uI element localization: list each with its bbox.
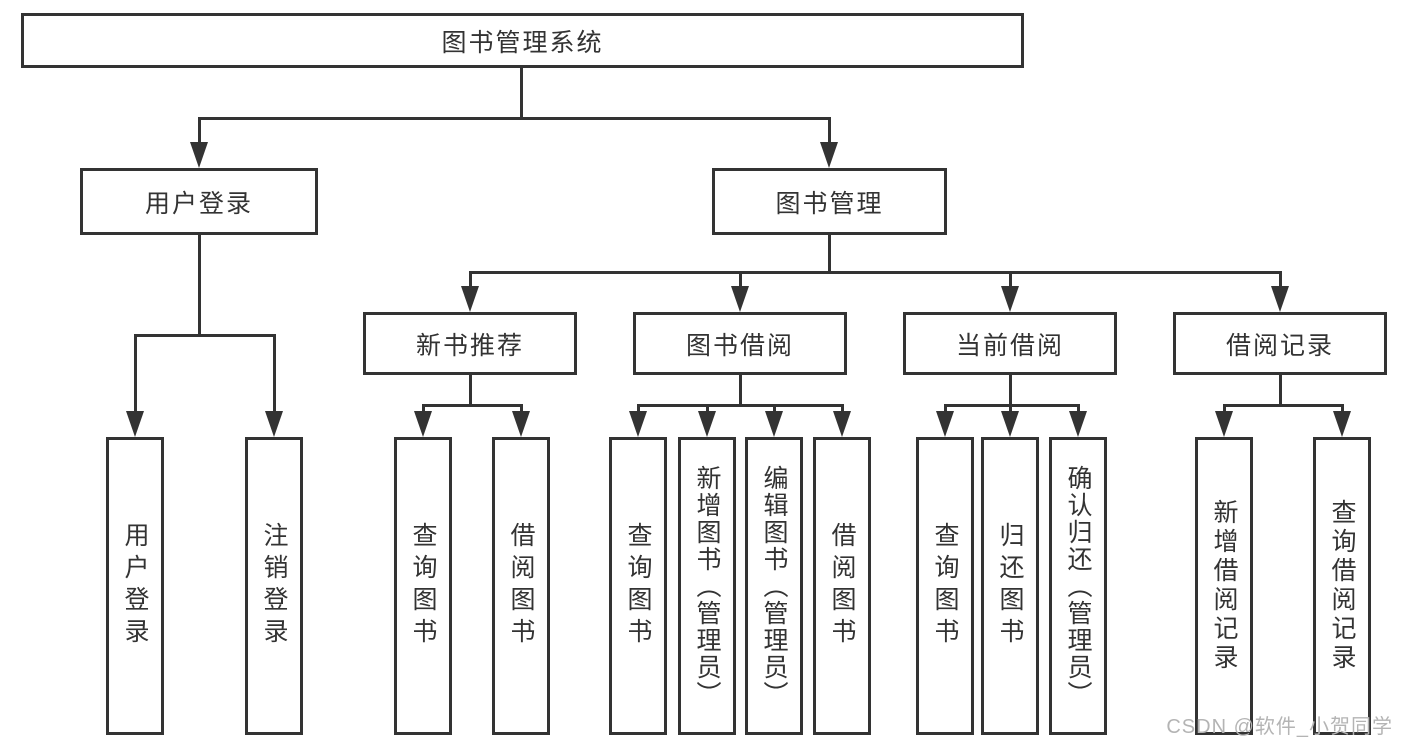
- arrow-down-icon: [414, 411, 432, 437]
- connector-root-drop: [520, 68, 523, 120]
- leaf-borrow-books-recommend: 借阅图书: [492, 437, 550, 735]
- connector-book-management-drop: [828, 235, 831, 274]
- arrow-down-icon: [1271, 286, 1289, 312]
- csdn-watermark: CSDN @软件_小贺同学: [1166, 716, 1393, 738]
- leaf-user-login: 用户登录: [106, 437, 164, 735]
- arrow-down-icon: [265, 411, 283, 437]
- leaf-add-borrow-record: 新增借阅记录: [1195, 437, 1253, 735]
- connector-current-borrow-drop: [1009, 375, 1012, 407]
- arrow-down-icon: [833, 411, 851, 437]
- connector-level3-hbar: [469, 271, 1282, 274]
- connector-to-leaf-user-login: [134, 334, 137, 416]
- connector-user-login-drop: [198, 235, 201, 336]
- arrow-down-icon: [820, 142, 838, 168]
- connector-book-borrow-hbar: [637, 404, 844, 407]
- node-book-management: 图书管理: [712, 168, 947, 235]
- node-current-borrowing: 当前借阅: [903, 312, 1117, 375]
- arrow-down-icon: [1001, 411, 1019, 437]
- leaf-edit-books-admin: 编辑图书（管理员）: [745, 437, 803, 735]
- connector-borrow-records-drop: [1279, 375, 1282, 407]
- node-borrowing-records: 借阅记录: [1173, 312, 1387, 375]
- leaf-confirm-return-admin: 确认归还（管理员）: [1049, 437, 1107, 735]
- connector-user-login-hbar: [134, 334, 276, 337]
- connector-book-borrow-drop: [739, 375, 742, 407]
- leaf-add-books-admin: 新增图书（管理员）: [678, 437, 736, 735]
- connector-to-new-book: [469, 271, 472, 291]
- connector-to-leaf-logout: [273, 334, 276, 416]
- arrow-down-icon: [629, 411, 647, 437]
- leaf-query-books-borrowing: 查询图书: [609, 437, 667, 735]
- connector-current-borrow-hbar: [944, 404, 1080, 407]
- arrow-down-icon: [461, 286, 479, 312]
- connector-to-user-login: [198, 117, 201, 149]
- arrow-down-icon: [190, 142, 208, 168]
- leaf-borrow-books-borrowing: 借阅图书: [813, 437, 871, 735]
- connector-new-book-hbar: [422, 404, 523, 407]
- arrow-down-icon: [1001, 286, 1019, 312]
- node-new-book-recommendation: 新书推荐: [363, 312, 577, 375]
- arrow-down-icon: [1333, 411, 1351, 437]
- leaf-return-books: 归还图书: [981, 437, 1039, 735]
- leaf-query-borrow-record: 查询借阅记录: [1313, 437, 1371, 735]
- arrow-down-icon: [1069, 411, 1087, 437]
- arrow-down-icon: [126, 411, 144, 437]
- leaf-logout: 注销登录: [245, 437, 303, 735]
- connector-to-current-borrow: [1009, 271, 1012, 291]
- node-user-login: 用户登录: [80, 168, 318, 235]
- connector-level1-hbar: [198, 117, 831, 120]
- arrow-down-icon: [1215, 411, 1233, 437]
- connector-to-book-borrow: [739, 271, 742, 291]
- leaf-query-books-recommend: 查询图书: [394, 437, 452, 735]
- arrow-down-icon: [512, 411, 530, 437]
- node-book-borrowing: 图书借阅: [633, 312, 847, 375]
- arrow-down-icon: [936, 411, 954, 437]
- connector-to-borrow-records: [1279, 271, 1282, 291]
- leaf-query-books-current: 查询图书: [916, 437, 974, 735]
- connector-to-book-management: [828, 117, 831, 149]
- node-root-library-management-system: 图书管理系统: [21, 13, 1024, 68]
- connector-new-book-drop: [469, 375, 472, 407]
- arrow-down-icon: [698, 411, 716, 437]
- arrow-down-icon: [765, 411, 783, 437]
- arrow-down-icon: [731, 286, 749, 312]
- connector-borrow-records-hbar: [1223, 404, 1344, 407]
